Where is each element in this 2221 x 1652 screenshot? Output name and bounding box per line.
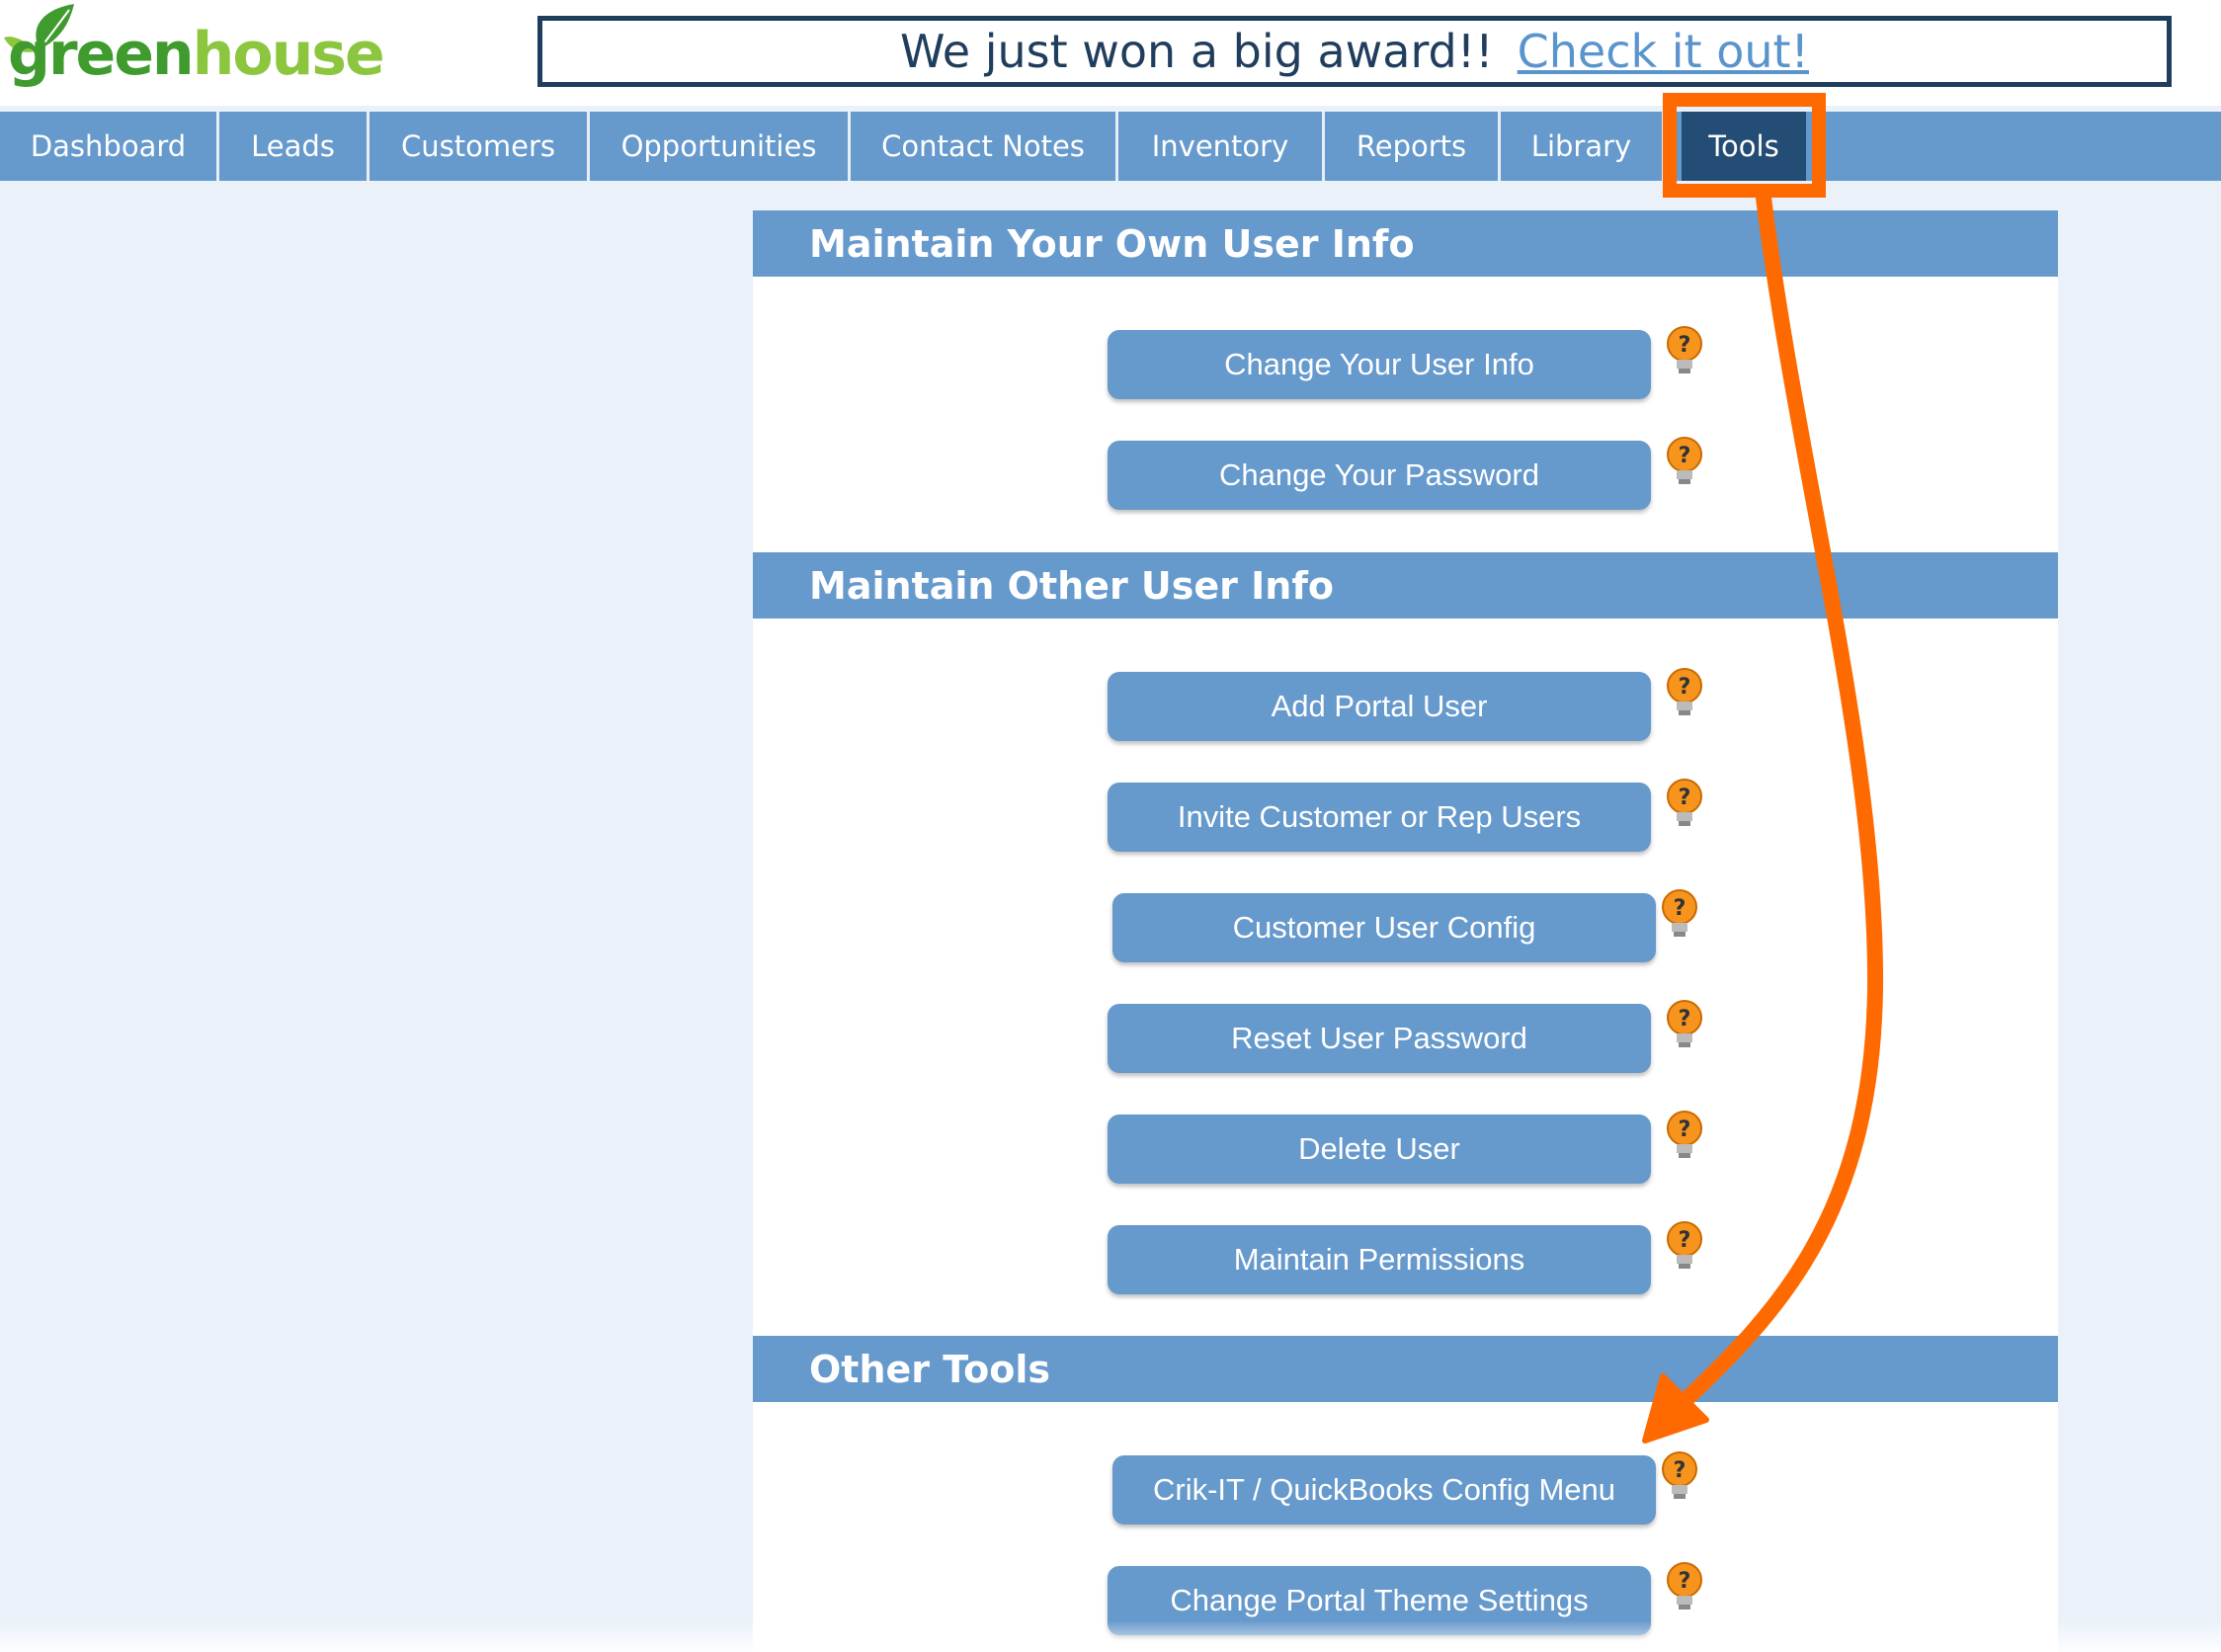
nav-contact-notes[interactable]: Contact Notes (851, 112, 1118, 181)
award-banner: We just won a big award!! Check it out! (537, 16, 2172, 87)
banner-text: We just won a big award!! (900, 25, 1494, 78)
svg-text:?: ? (1679, 675, 1691, 700)
section-header-other-user-info: Maintain Other User Info (753, 552, 2058, 619)
svg-text:?: ? (1674, 1458, 1686, 1483)
help-lightbulb-icon[interactable]: ? (1665, 666, 1704, 721)
help-lightbulb-icon[interactable]: ? (1660, 1449, 1699, 1505)
crikit-quickbooks-config-button[interactable]: Crik-IT / QuickBooks Config Menu (1112, 1455, 1656, 1525)
help-lightbulb-icon[interactable]: ? (1660, 887, 1699, 943)
reset-user-password-button[interactable]: Reset User Password (1108, 1004, 1651, 1073)
change-password-button[interactable]: Change Your Password (1108, 441, 1651, 510)
nav-customers[interactable]: Customers (370, 112, 590, 181)
logo-text-light: house (192, 20, 385, 89)
svg-text:?: ? (1679, 785, 1691, 810)
help-lightbulb-icon[interactable]: ? (1665, 1560, 1704, 1615)
help-lightbulb-icon[interactable]: ? (1665, 435, 1704, 490)
nav-inventory[interactable]: Inventory (1118, 112, 1325, 181)
help-lightbulb-icon[interactable]: ? (1665, 1219, 1704, 1275)
nav-opportunities[interactable]: Opportunities (590, 112, 851, 181)
header: greenhouse We just won a big award!! Che… (0, 0, 2221, 106)
add-portal-user-button[interactable]: Add Portal User (1108, 672, 1651, 741)
delete-user-button[interactable]: Delete User (1108, 1115, 1651, 1184)
nav-tools[interactable]: Tools (1682, 112, 1806, 181)
help-lightbulb-icon[interactable]: ? (1665, 777, 1704, 832)
maintain-permissions-button[interactable]: Maintain Permissions (1108, 1225, 1651, 1294)
svg-text:?: ? (1679, 1228, 1691, 1253)
nav-dashboard[interactable]: Dashboard (0, 112, 219, 181)
bottom-fade (0, 1620, 2221, 1652)
change-user-info-button[interactable]: Change Your User Info (1108, 330, 1651, 399)
nav-reports[interactable]: Reports (1325, 112, 1501, 181)
greenhouse-logo[interactable]: greenhouse (0, 0, 385, 106)
invite-users-button[interactable]: Invite Customer or Rep Users (1108, 783, 1651, 852)
svg-text:?: ? (1679, 1569, 1691, 1594)
check-it-out-link[interactable]: Check it out! (1517, 25, 1809, 78)
logo-text-green: green (8, 20, 195, 89)
help-lightbulb-icon[interactable]: ? (1665, 998, 1704, 1053)
svg-text:?: ? (1679, 1007, 1691, 1032)
nav-leads[interactable]: Leads (219, 112, 370, 181)
svg-text:?: ? (1679, 333, 1691, 358)
help-lightbulb-icon[interactable]: ? (1665, 324, 1704, 379)
leaf-icon (4, 4, 74, 52)
nav-library[interactable]: Library (1501, 112, 1665, 181)
svg-text:?: ? (1674, 896, 1686, 921)
customer-user-config-button[interactable]: Customer User Config (1112, 893, 1656, 962)
logo-text: greenhouse (8, 20, 385, 89)
section-header-other-tools: Other Tools (753, 1336, 2058, 1402)
svg-text:?: ? (1679, 1117, 1691, 1142)
tools-panel: Maintain Your Own User Info Change Your … (753, 210, 2058, 1652)
section-header-own-user-info: Maintain Your Own User Info (753, 210, 2058, 277)
main-nav: Dashboard Leads Customers Opportunities … (0, 112, 2221, 181)
svg-text:?: ? (1679, 444, 1691, 468)
help-lightbulb-icon[interactable]: ? (1665, 1109, 1704, 1164)
